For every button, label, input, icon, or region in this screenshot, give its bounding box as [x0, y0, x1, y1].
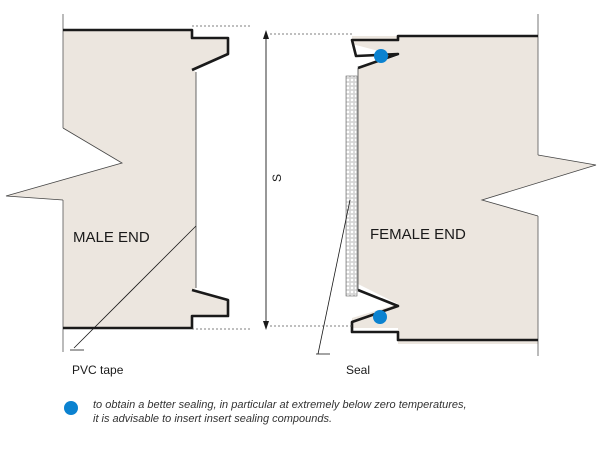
dimension-arrow-top — [263, 30, 269, 39]
female-bottom-sheet — [350, 288, 538, 342]
female-top-sheet — [350, 34, 538, 70]
seal-leader — [317, 199, 351, 355]
female-end-panel: FEMALE END — [270, 14, 597, 356]
male-bottom-sheet — [63, 288, 230, 330]
seal-dot-top — [374, 49, 388, 63]
legend-seal-dot — [64, 401, 78, 415]
note-line-1: to obtain a better sealing, in particula… — [93, 399, 467, 411]
male-end-panel: MALE END — [5, 14, 252, 352]
female-panel-body — [352, 36, 596, 344]
seal-label: Seal — [346, 363, 370, 377]
dimension-s: S — [263, 30, 284, 330]
pvc-tape-leader — [73, 225, 197, 349]
sealing-note: to obtain a better sealing, in particula… — [64, 399, 467, 425]
pvc-tape-label: PVC tape — [72, 363, 124, 377]
seal-dot-bottom — [373, 310, 387, 324]
male-zigzag-break — [5, 127, 124, 201]
female-end-label: FEMALE END — [370, 226, 466, 243]
note-line-2: it is advisable to insert insert sealing… — [93, 413, 332, 425]
seal-strip — [345, 75, 358, 297]
male-panel-body — [6, 30, 228, 328]
female-zigzag-break — [480, 154, 597, 217]
male-end-label: MALE END — [73, 229, 150, 246]
male-top-sheet — [63, 28, 230, 72]
dimension-arrow-bottom — [263, 321, 269, 330]
dimension-label: S — [270, 174, 284, 182]
